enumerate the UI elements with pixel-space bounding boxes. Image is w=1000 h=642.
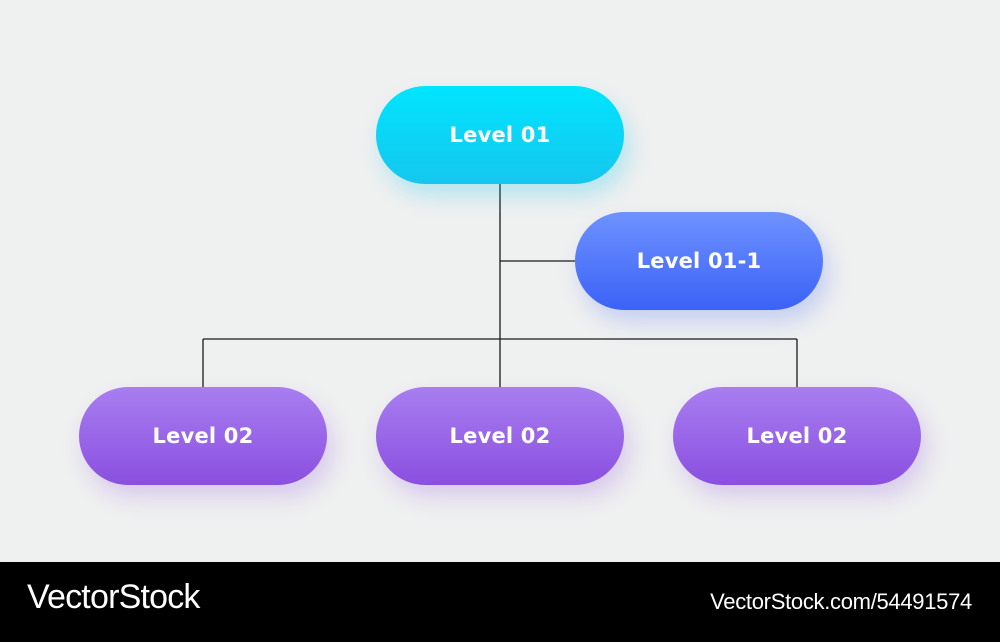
vectorstock-logo: VectorStock [27, 578, 200, 616]
image-id-text: VectorStock.com/54491574 [710, 589, 972, 614]
node-level-02-right: Level 02 [673, 387, 921, 485]
node-label: Level 02 [152, 424, 254, 448]
watermark-footer: VectorStock VectorStock.com/54491574 [0, 562, 1000, 642]
node-label: Level 02 [449, 424, 551, 448]
node-label: Level 02 [746, 424, 848, 448]
node-label: Level 01-1 [636, 249, 762, 273]
node-level-02-left: Level 02 [79, 387, 327, 485]
node-level-02-center: Level 02 [376, 387, 624, 485]
node-level-01: Level 01 [376, 86, 624, 184]
node-level-01-1: Level 01-1 [575, 212, 823, 310]
org-chart: Level 01 Level 01-1 Level 02 Level 02 Le… [79, 86, 921, 485]
connector-lines [202, 183, 798, 387]
node-label: Level 01 [449, 123, 551, 147]
